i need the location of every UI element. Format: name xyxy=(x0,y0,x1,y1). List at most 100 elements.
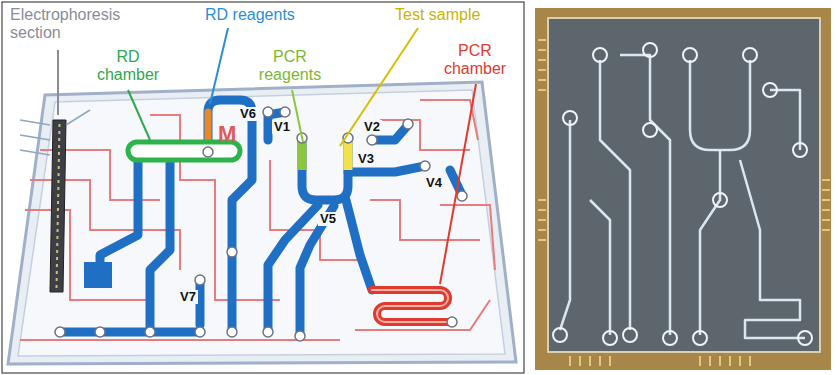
leader-line xyxy=(57,50,59,115)
valve-label: V3 xyxy=(356,152,376,166)
leader-line xyxy=(210,28,228,104)
chip-inner-plate xyxy=(18,90,505,356)
valve-label: V6 xyxy=(238,107,258,121)
electrode-lines xyxy=(20,110,90,155)
photo-port xyxy=(593,48,607,62)
photo-port xyxy=(713,193,727,207)
electrode-line xyxy=(20,135,50,140)
channel xyxy=(100,160,138,270)
photo-channel xyxy=(620,55,670,335)
photo-ports xyxy=(553,43,812,345)
photo-channel xyxy=(770,90,800,150)
callout-label: RD reagents xyxy=(205,6,335,24)
chip-letter: M xyxy=(218,122,236,146)
photo-port xyxy=(643,123,657,137)
port xyxy=(280,107,290,117)
pad-row xyxy=(538,40,546,240)
port xyxy=(195,275,205,285)
photo-port xyxy=(663,331,677,345)
valve-label: V2 xyxy=(362,120,382,134)
pcr-reagent-segment xyxy=(298,142,307,170)
photo-channel xyxy=(700,150,720,335)
port xyxy=(447,317,457,327)
electrophoresis-strip xyxy=(50,120,66,292)
photo-port xyxy=(643,43,657,57)
photo-port xyxy=(743,48,757,62)
port xyxy=(95,327,105,337)
channel xyxy=(60,328,200,337)
pcr-chamber-highlight xyxy=(372,290,452,322)
valve-label: V5 xyxy=(318,212,338,226)
leader-line xyxy=(440,84,476,284)
photo-channel xyxy=(560,120,570,330)
port xyxy=(195,327,205,337)
rd-reagent-segment xyxy=(205,112,212,140)
port xyxy=(263,327,273,337)
callout-label: Test sample xyxy=(395,6,515,24)
port xyxy=(55,327,65,337)
port xyxy=(263,107,273,117)
wire-trace xyxy=(25,210,150,300)
photo-channel xyxy=(600,60,630,330)
photo-port xyxy=(693,331,707,345)
electrode-line xyxy=(20,120,50,125)
channel xyxy=(346,200,372,290)
channel xyxy=(268,205,318,330)
leader-line xyxy=(340,28,418,146)
port xyxy=(145,327,155,337)
fluid-channels xyxy=(60,100,462,335)
photo-channel xyxy=(690,60,750,150)
valve-label: V4 xyxy=(424,176,444,190)
electrode-line xyxy=(20,150,50,155)
leader-line xyxy=(128,90,150,140)
chip-plate xyxy=(8,82,516,364)
valve-label: V7 xyxy=(178,290,198,304)
photo-port xyxy=(793,143,807,157)
heater-wiring xyxy=(20,100,495,340)
callout-label: Electrophoresis section xyxy=(10,6,130,41)
channel xyxy=(348,166,425,172)
channel xyxy=(208,100,252,250)
port xyxy=(420,161,430,171)
bond-pads xyxy=(538,40,830,366)
callout-label: PCR chamber xyxy=(435,42,515,77)
channel xyxy=(228,250,237,330)
port xyxy=(227,327,237,337)
callout-label: RD chamber xyxy=(88,48,168,83)
valve-label: V1 xyxy=(272,120,292,134)
port xyxy=(295,331,305,341)
pcr-chamber xyxy=(372,290,452,322)
port xyxy=(367,135,377,145)
callout-label: PCR reagents xyxy=(250,48,330,83)
leader-lines xyxy=(58,28,476,284)
chip-photo xyxy=(535,8,831,370)
fluid-ports xyxy=(55,107,467,341)
chip-photo-die xyxy=(548,18,820,352)
pad-row xyxy=(822,180,830,230)
photo-port xyxy=(763,83,777,97)
channel xyxy=(302,140,348,200)
photo-channel xyxy=(590,200,610,335)
port xyxy=(203,147,213,157)
electrophoresis-ladder xyxy=(57,124,60,288)
photo-port xyxy=(553,328,567,342)
photo-channel xyxy=(740,160,805,338)
panel-frame xyxy=(2,2,524,373)
photo-channels xyxy=(560,55,805,338)
pad-row xyxy=(570,356,750,366)
photo-port xyxy=(603,331,617,345)
photo-port xyxy=(563,111,577,125)
channel xyxy=(150,162,170,330)
electrode-line xyxy=(66,110,90,125)
photo-port xyxy=(798,331,812,345)
electrode-pad xyxy=(84,262,112,288)
port xyxy=(227,247,237,257)
photo-port xyxy=(683,48,697,62)
photo-port xyxy=(623,328,637,342)
wire-trace xyxy=(20,339,340,341)
port xyxy=(403,119,413,129)
port xyxy=(457,191,467,201)
leader-line xyxy=(292,90,303,142)
test-sample-segment xyxy=(344,142,353,170)
